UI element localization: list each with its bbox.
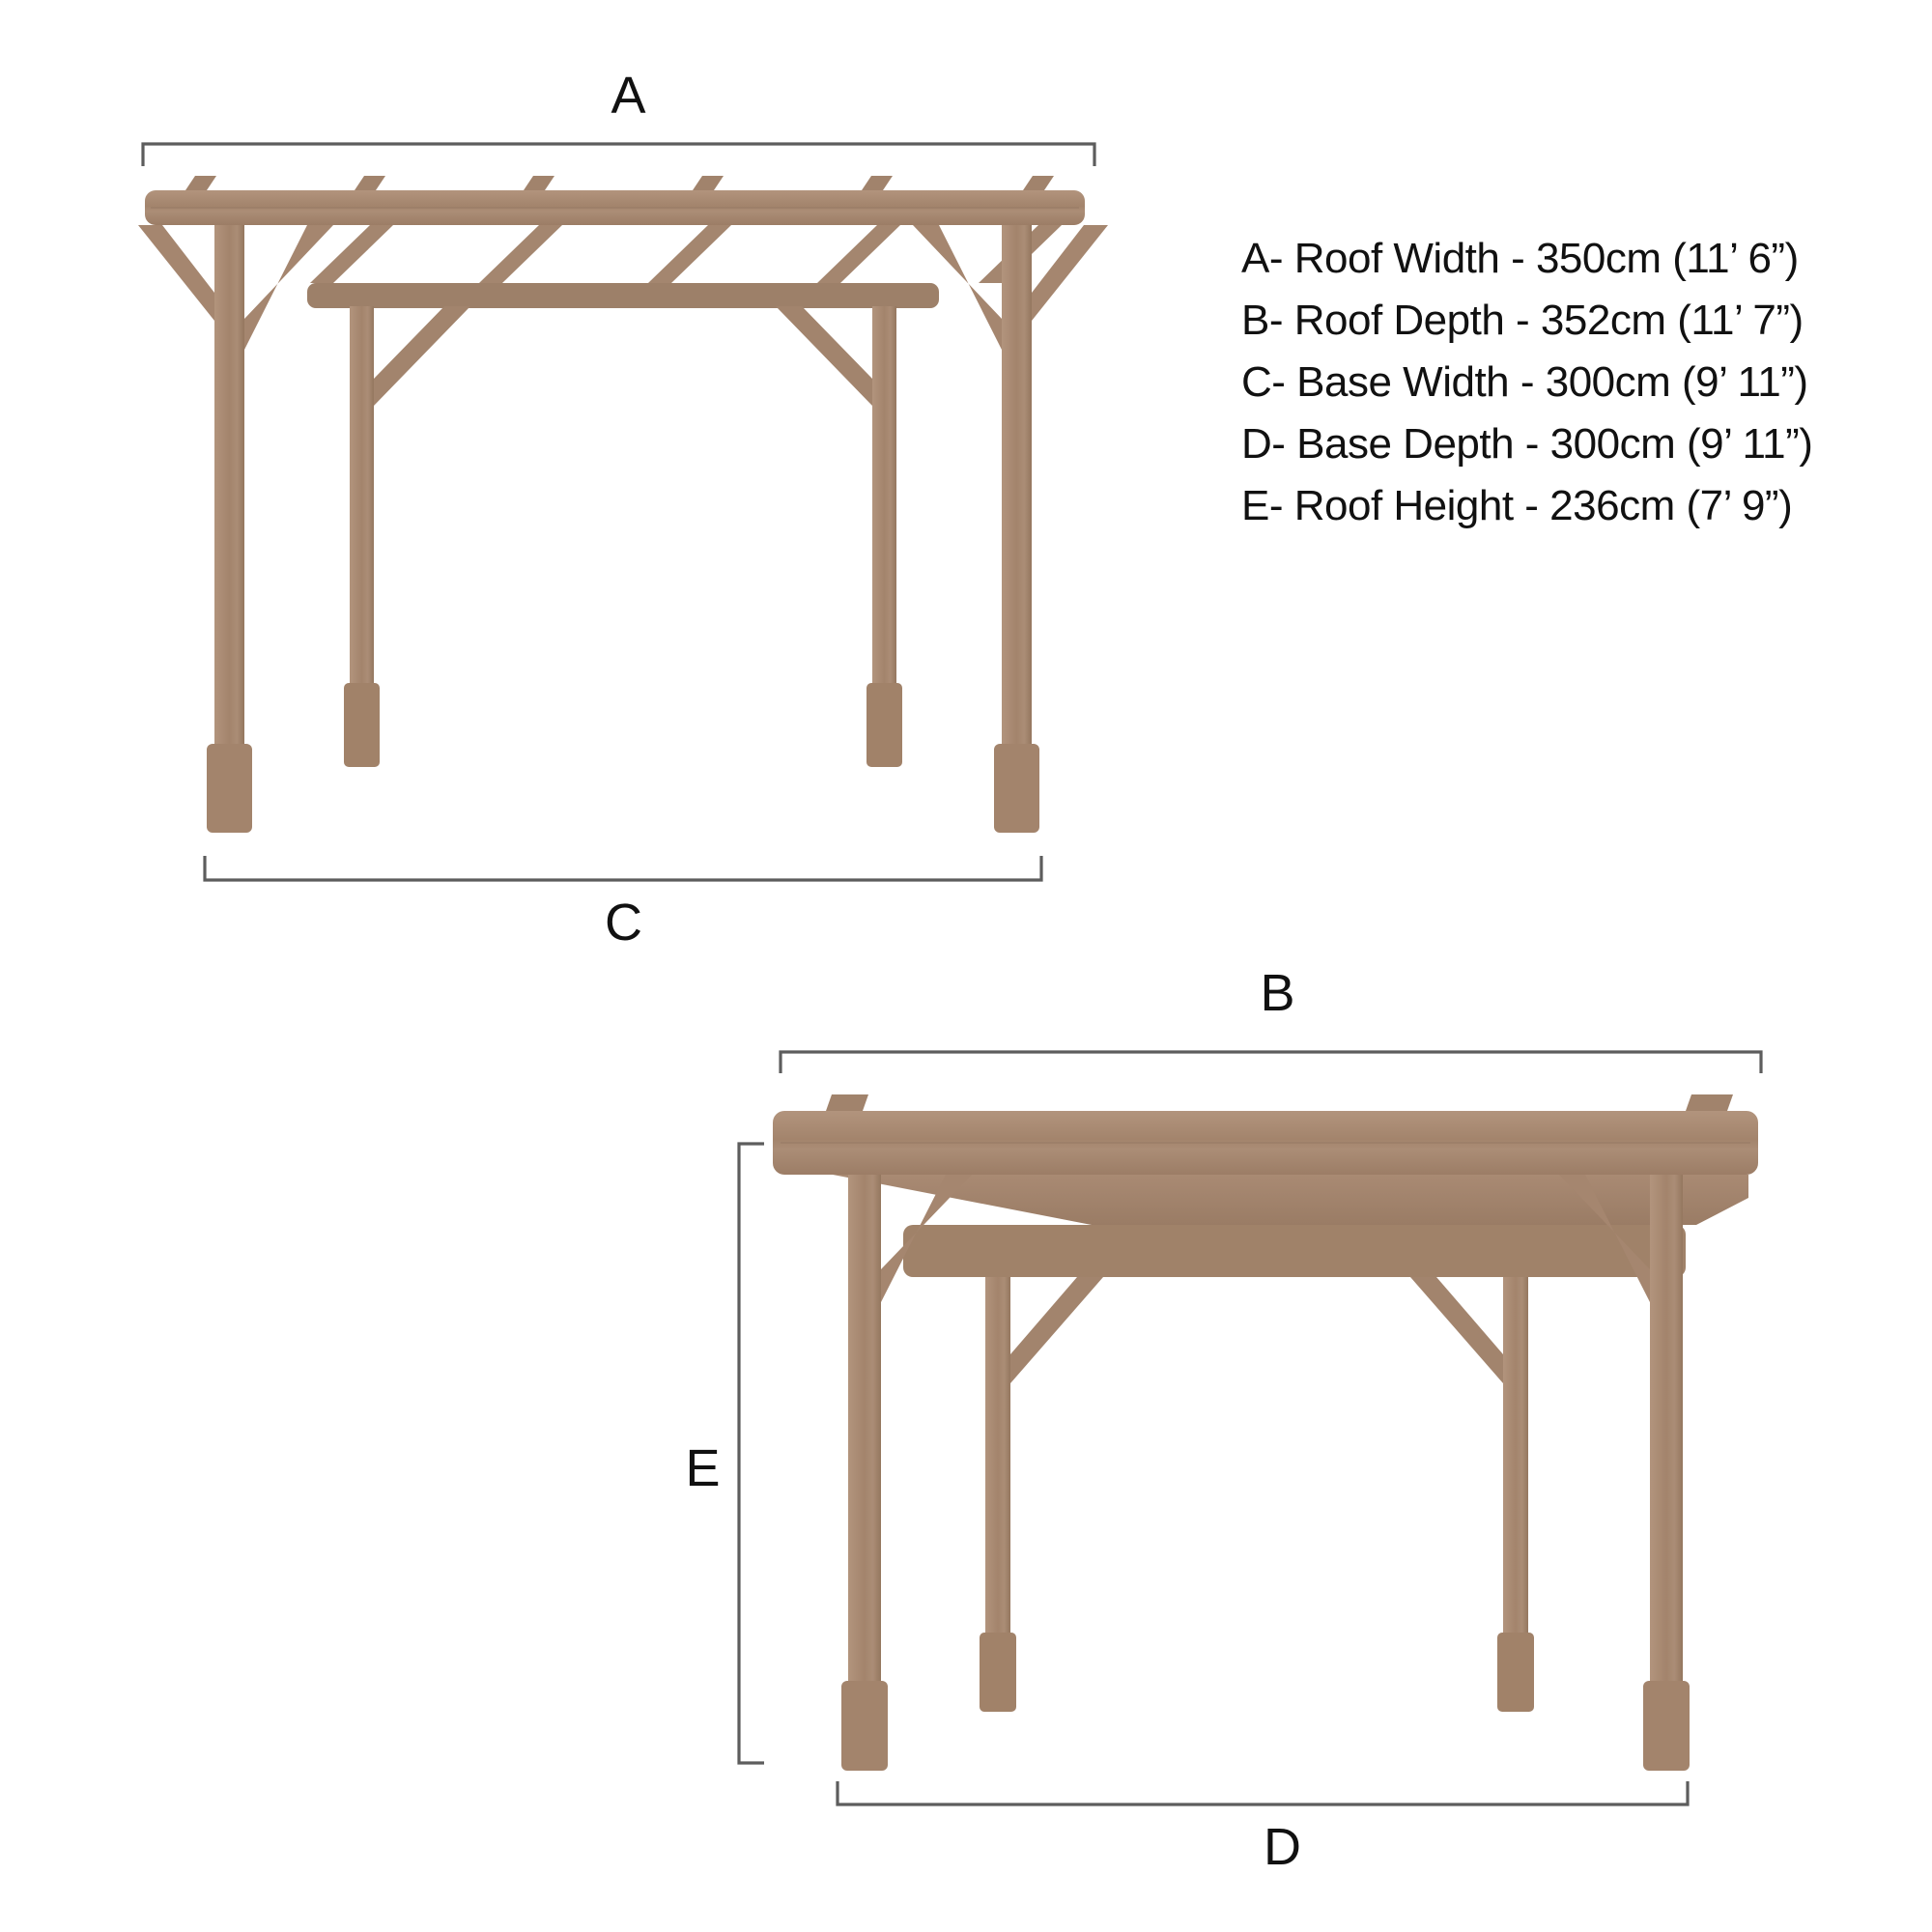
- front-view-beam-grain: [151, 207, 1079, 209]
- side-view-dimensions: B E D: [685, 964, 1763, 1876]
- front-view-rafters: [310, 225, 1062, 283]
- dim-label-roof-width: A: [611, 67, 645, 125]
- side-view-front-posts: [841, 1175, 1690, 1771]
- side-view-rear-posts: [980, 1277, 1534, 1712]
- post-foot: [980, 1633, 1016, 1712]
- dim-line-roof-height: [737, 1142, 764, 1765]
- front-view-front-posts: [207, 225, 1039, 833]
- front-view-dimensions: A C: [141, 67, 1096, 952]
- spec-item-roof-depth: B- Roof Depth - 352cm (11’ 7”): [1241, 297, 1804, 344]
- front-view-rear-posts: [344, 306, 902, 767]
- post-foot: [867, 683, 902, 767]
- post-foot: [207, 744, 252, 833]
- dim-label-base-depth: D: [1264, 1818, 1300, 1876]
- post-foot: [994, 744, 1039, 833]
- dim-line-base-depth: [836, 1781, 1690, 1806]
- side-view-roof-plane: [833, 1175, 1748, 1225]
- front-view-illustration: [138, 176, 1108, 833]
- front-view-rafter-tips: [185, 176, 1054, 190]
- spec-item-roof-height: E- Roof Height - 236cm (7’ 9”): [1241, 482, 1793, 529]
- dim-label-roof-depth: B: [1260, 964, 1293, 1022]
- dim-line-roof-width: [141, 142, 1096, 166]
- side-view-rear-beam: [903, 1225, 1686, 1277]
- spec-item-roof-width: A- Roof Width - 350cm (11’ 6”): [1241, 235, 1799, 282]
- side-view-illustration: [773, 1094, 1758, 1771]
- front-view-front-braces: [138, 225, 1108, 350]
- dimension-spec-list: A- Roof Width - 350cm (11’ 6”) B- Roof D…: [1241, 228, 1898, 537]
- spec-item-base-width: C- Base Width - 300cm (9’ 11”): [1241, 358, 1808, 406]
- post-foot: [841, 1681, 888, 1771]
- dim-label-base-width: C: [605, 894, 641, 952]
- post-foot: [1497, 1633, 1534, 1712]
- dim-line-base-width: [203, 856, 1043, 882]
- post-foot: [1643, 1681, 1690, 1771]
- side-view-rear-braces: [1010, 1277, 1503, 1383]
- side-view-beam-grain: [781, 1142, 1750, 1144]
- front-view-rear-braces: [374, 306, 872, 406]
- spec-item-base-depth: D- Base Depth - 300cm (9’ 11”): [1241, 420, 1813, 468]
- front-view-rear-beam: [307, 283, 939, 308]
- dim-label-roof-height: E: [685, 1439, 719, 1497]
- dim-line-roof-depth: [779, 1050, 1763, 1073]
- post-foot: [344, 683, 380, 767]
- side-view-beam-tips: [826, 1094, 1733, 1111]
